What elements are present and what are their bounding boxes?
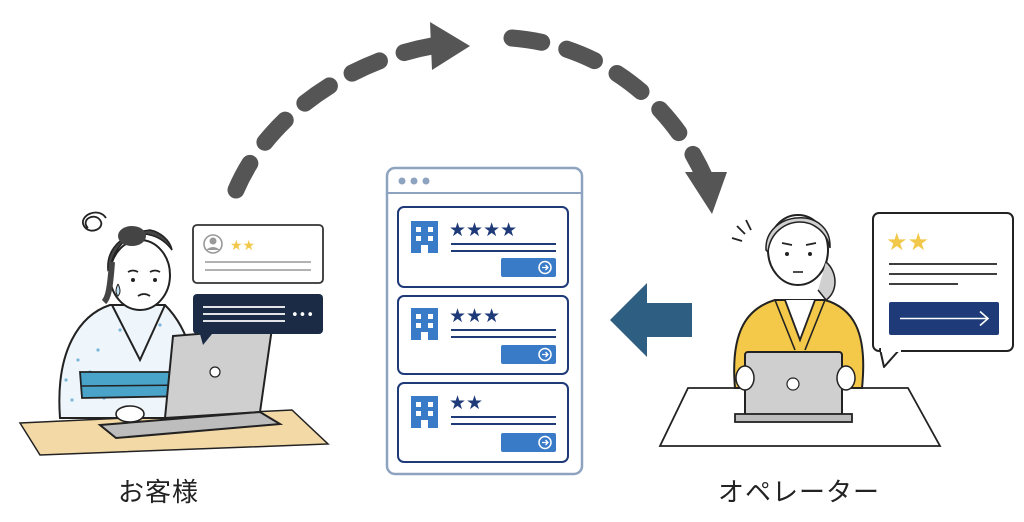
building-icon [411,396,438,428]
customer-figure [18,211,330,456]
star-rating: ★★★★ [449,219,517,241]
window-dot-icon [410,177,418,185]
star-rating: ★★ [886,228,929,256]
operator-speech-bubble: ★★ [872,212,1014,368]
arrow-right-icon [538,260,552,275]
customer-label: お客様 [118,478,200,508]
customer-review-card: ★★ [192,224,324,284]
hotel-card: ★★★ [397,295,569,375]
hotel-card: ★★★★ [397,206,569,288]
arrow-head-icon [685,172,727,214]
window-dot-icon [422,177,430,185]
window-dot-icon [398,177,406,185]
hotel-card: ★★ [397,382,569,463]
arrow-right-icon [900,310,990,327]
dashed-flow-arrow [227,22,727,214]
building-icon [411,221,438,253]
left-arrow-icon [610,283,692,357]
building-icon [411,308,438,340]
arrow-head-icon [430,22,470,70]
operator-figure [658,214,942,447]
alert-marks-icon [731,219,752,242]
operator-label: オペレーター [718,478,881,508]
confused-swirl-icon [82,211,107,232]
arrow-right-icon [538,347,552,362]
star-rating: ★★★ [449,305,500,327]
arrow-right-icon [538,435,552,450]
typing-dots: ••• [291,308,314,323]
star-rating: ★★ [449,392,483,414]
star-rating: ★★ [230,238,255,254]
customer-chat-bubble: ••• [193,294,323,345]
browser-window: ★★★★ ★★★ [385,166,584,476]
